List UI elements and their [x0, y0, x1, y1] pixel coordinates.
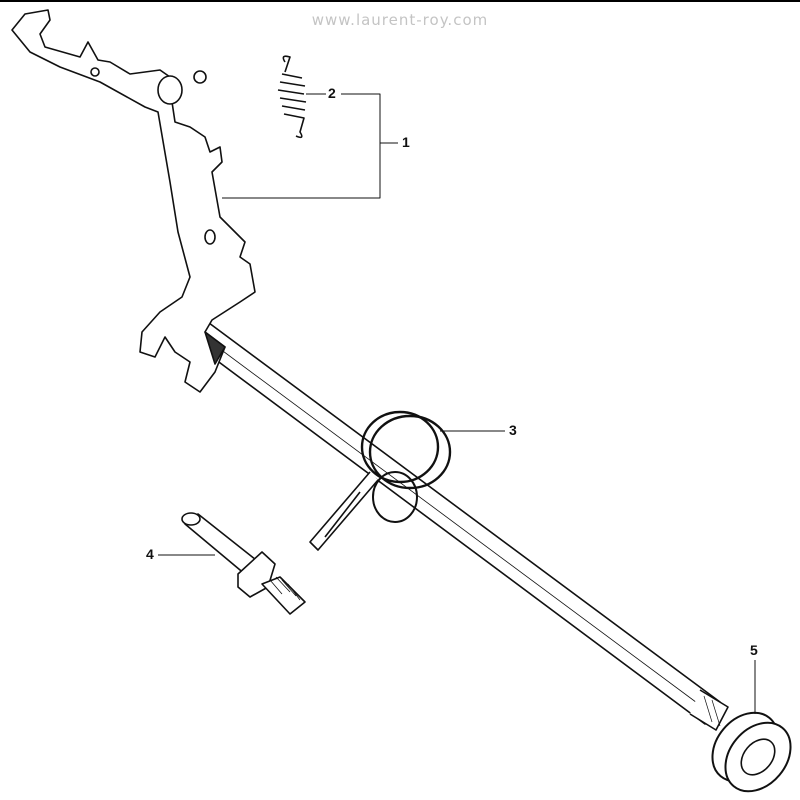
torsion-spring [309, 410, 452, 551]
callout-3: 3 [509, 422, 517, 438]
callout-5: 5 [750, 642, 758, 658]
stud-bolt [181, 512, 306, 615]
watermark: www.laurent-roy.com [311, 11, 489, 29]
callout-4: 4 [146, 546, 154, 562]
leader-lines [158, 93, 756, 714]
lever-arm [11, 9, 256, 393]
shaft [191, 319, 729, 731]
callout-2: 2 [328, 85, 336, 101]
spring-small [277, 55, 307, 139]
callout-1: 1 [402, 134, 410, 150]
seal-ring [711, 711, 792, 793]
